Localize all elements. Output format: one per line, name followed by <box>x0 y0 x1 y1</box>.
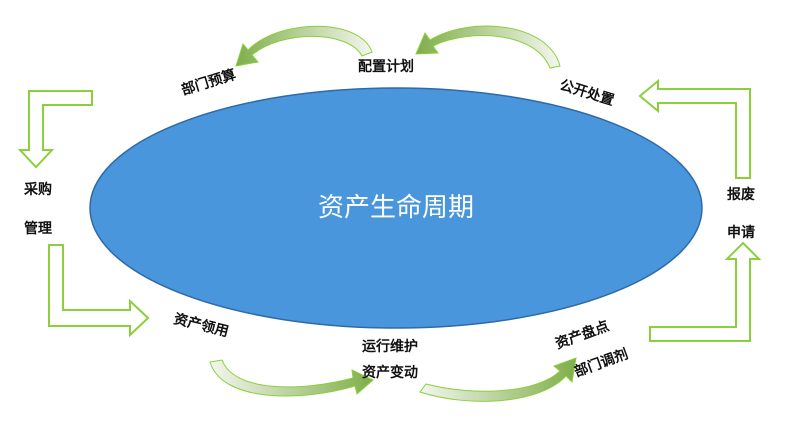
stage-purchase-line1: 采购 <box>24 182 52 198</box>
stage-purchase-line2: 管理 <box>24 221 52 237</box>
center-label: 资产生命周期 <box>317 193 474 223</box>
arrow-scrap-to-dispose <box>638 78 751 179</box>
curve-dispose-to-plan <box>415 25 561 69</box>
arrow-purchase-to-receive <box>48 244 150 338</box>
stage-maintain-line2: 资产变动 <box>362 365 418 381</box>
arrow-budget-to-purchase <box>17 90 93 169</box>
curve-plan-to-budget <box>235 25 373 67</box>
curve-maintain-to-inventory <box>419 357 577 402</box>
stage-maintain-line1: 运行维护 <box>362 339 418 355</box>
stage-plan: 配置计划 <box>358 59 414 75</box>
stage-scrap-line2: 申请 <box>727 225 755 241</box>
arrow-inventory-to-scrap <box>649 241 762 342</box>
stage-scrap-line1: 报废 <box>727 187 755 203</box>
lifecycle-ellipse <box>89 87 703 329</box>
curve-receive-to-maintain <box>209 359 374 397</box>
